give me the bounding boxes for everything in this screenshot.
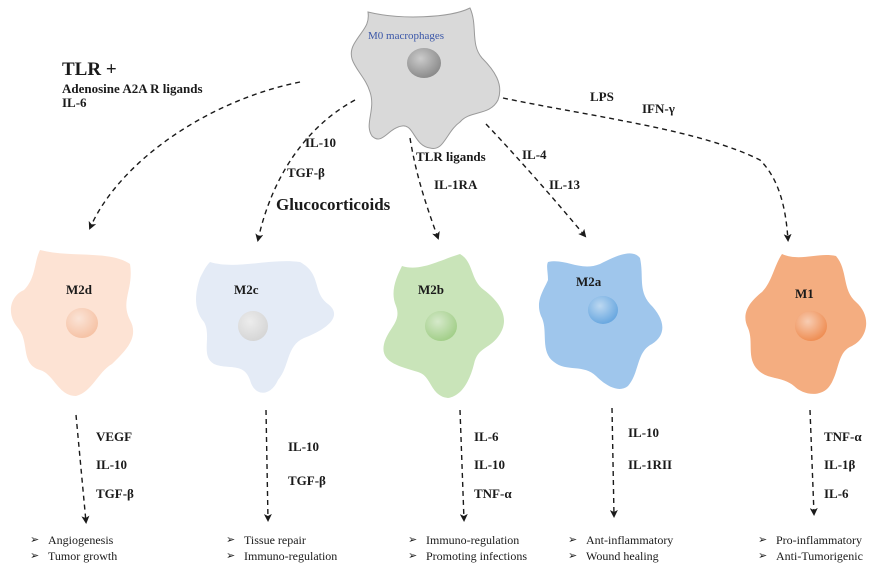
m2b-secretion-il10: IL-10 [474,457,506,472]
arrow-m0-to-m2d [88,81,301,230]
m2b-label: M2b [418,282,444,297]
m1-secretion-il1b: IL-1β [824,457,856,472]
m2d-outcome-angiogenesis: Angiogenesis [48,533,114,547]
m2b-cell [383,254,505,398]
m1-secretion-il6: IL-6 [824,486,849,501]
m1-secretion-tnfa: TNF-α [824,429,862,444]
m2c-outcome-tissue-repair: Tissue repair [244,533,306,547]
m1-outcome-pro-inflammatory: Pro-inflammatory [776,533,862,547]
m2a-label: M2a [576,274,602,289]
m2b-outcome-promoting-infections: Promoting infections [426,549,527,563]
m2d-cell [10,250,134,396]
m2b-stimulus-il1ra: IL-1RA [434,177,478,192]
m2c-stimulus-il10: IL-10 [305,135,337,150]
m2a-secretion-il1rii: IL-1RII [628,457,673,472]
m1-cell [745,254,867,394]
arrow-m0-to-m2a [485,123,587,238]
m2b-outcome-immuno-regulation: Immuno-regulation [426,533,520,547]
arrow-m0-to-m2b [409,137,440,240]
m1-outcome-anti-tumorigenic: Anti-Tumorigenic [776,549,863,563]
m2d-stimulus-il6: IL-6 [62,95,87,110]
m1-outcomes: ➢ Pro-inflammatory ➢ Anti-Tumorigenic [758,532,863,564]
arrow-m0-to-m1 [502,97,792,242]
m2d-secretion-il10: IL-10 [96,457,128,472]
m2d-stimulus-tlr: TLR + [62,59,117,80]
m2c-outcome-immuno-regulation: Immuno-regulation [244,549,338,563]
bullet-icon: ➢ [30,550,40,562]
m2c-outcomes: ➢ Tissue repair ➢ Immuno-regulation [226,532,337,564]
m2b-outcomes: ➢ Immuno-regulation ➢ Promoting infections [408,532,527,564]
bullet-icon: ➢ [568,550,578,562]
bullet-icon: ➢ [226,550,236,562]
m2d-secretion-tgfb: TGF-β [96,486,134,501]
m1-stimulus-lps: LPS [590,89,614,104]
m0-cell-body [350,7,501,149]
m0-label: M0 macrophages [368,30,445,42]
arrow-m2a-to-outcome [609,407,618,518]
m2a-stimulus-il4: IL-4 [522,147,547,162]
m2c-label: M2c [234,282,259,297]
bullet-icon: ➢ [30,534,40,546]
m2c-secretion-il10: IL-10 [288,439,320,454]
m2d-stimulus-adenosine: Adenosine A2A R ligands [62,81,203,96]
bullet-icon: ➢ [758,550,768,562]
m2d-outcomes: ➢ Angiogenesis ➢ Tumor growth [30,532,117,564]
m2a-cell [538,253,663,389]
bullet-icon: ➢ [758,534,768,546]
arrow-m1-to-outcome [809,409,818,516]
arrow-m2b-to-outcome [459,409,468,522]
m2a-outcome-anti-inflammatory: Ant-inflammatory [586,533,674,547]
bullet-icon: ➢ [568,534,578,546]
m2d-label: M2d [66,282,92,297]
m2c-stimulus-glucocorticoids: Glucocorticoids [276,195,391,214]
arrow-m2c-to-outcome [263,409,272,522]
m2c-cell [196,261,335,393]
bullet-icon: ➢ [226,534,236,546]
m2a-secretion-il10: IL-10 [628,425,660,440]
m2b-secretion-tnfa: TNF-α [474,486,512,501]
m2a-outcomes: ➢ Ant-inflammatory ➢ Wound healing [568,532,673,564]
m1-stimulus-ifng: IFN-γ [642,101,675,116]
arrow-m2d-to-outcome [75,414,90,524]
m2c-secretion-tgfb: TGF-β [288,473,326,488]
m2b-secretion-il6: IL-6 [474,429,499,444]
bullet-icon: ➢ [408,534,418,546]
m2b-stimulus-tlr-ligands: TLR ligands [416,149,486,164]
m1-label: M1 [795,286,814,301]
m2d-secretion-vegf: VEGF [96,429,133,444]
m2a-stimulus-il13: IL-13 [549,177,581,192]
m0-macrophage-cell [350,7,501,149]
bullet-icon: ➢ [408,550,418,562]
m2d-outcome-tumor-growth: Tumor growth [48,549,118,563]
m2c-stimulus-tgfb: TGF-β [287,165,325,180]
arrow-m0-to-m2c [255,99,356,242]
m2a-outcome-wound-healing: Wound healing [586,549,659,563]
